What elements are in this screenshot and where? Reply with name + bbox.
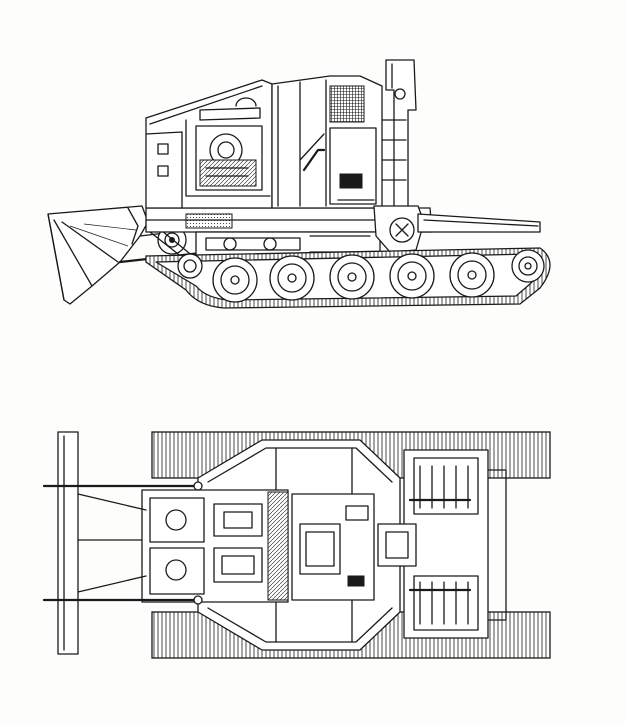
- plan-engine-bay: [141, 489, 289, 603]
- plan-rear-frame: [377, 449, 507, 639]
- cab-structure: [271, 75, 383, 209]
- rear-frame: [373, 59, 541, 253]
- road-wheel: [269, 255, 315, 301]
- road-wheel: [389, 253, 435, 299]
- plan-view: [42, 431, 551, 659]
- plan-dozer-blade: [42, 431, 203, 655]
- road-wheel: [449, 252, 495, 298]
- plan-center-compartment: [291, 493, 375, 601]
- engine-housing: [145, 79, 273, 209]
- road-wheels: [177, 249, 545, 303]
- road-wheel: [212, 257, 258, 303]
- dozer-blade: [47, 205, 149, 305]
- side-elevation-view: [47, 59, 551, 309]
- road-wheel: [329, 254, 375, 300]
- idler-wheel: [511, 249, 545, 283]
- drive-sprocket: [177, 253, 203, 279]
